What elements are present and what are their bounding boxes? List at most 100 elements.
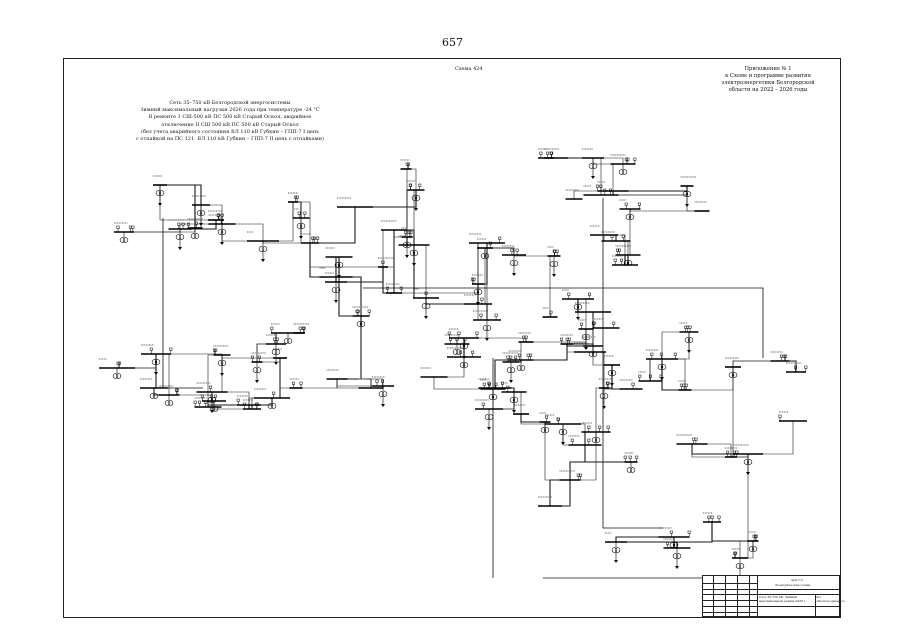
breaker xyxy=(406,162,410,166)
transformer-winding xyxy=(411,195,418,201)
power-line xyxy=(309,243,383,268)
breaker xyxy=(717,515,721,519)
transformer-winding xyxy=(731,372,738,378)
load-arrow xyxy=(462,356,466,359)
breaker xyxy=(778,414,782,418)
power-line xyxy=(406,168,417,190)
power-line xyxy=(207,354,222,407)
transformer-winding xyxy=(119,237,126,243)
power-line xyxy=(691,444,748,455)
transformer-winding xyxy=(509,397,516,403)
transformer-winding xyxy=(164,400,171,406)
breaker xyxy=(316,236,320,240)
load-arrow xyxy=(381,404,385,407)
power-line xyxy=(414,244,427,298)
breaker xyxy=(650,352,654,356)
breaker xyxy=(471,350,475,354)
power-line xyxy=(739,540,753,558)
transformer-winding xyxy=(296,223,303,229)
load-arrow xyxy=(509,380,513,383)
transformer-winding xyxy=(509,260,516,266)
transformer-winding xyxy=(220,229,227,235)
transformer-winding xyxy=(591,437,598,443)
power-line xyxy=(251,397,272,409)
breaker xyxy=(480,297,484,301)
power-line xyxy=(740,454,749,559)
breaker xyxy=(301,326,305,330)
transformer-winding xyxy=(462,362,469,368)
breaker xyxy=(619,258,623,262)
load-arrow xyxy=(154,372,158,375)
transformer-winding xyxy=(199,210,206,216)
transformer-winding xyxy=(684,337,691,343)
power-line xyxy=(616,541,678,548)
transformer-winding xyxy=(334,262,341,268)
transformer-winding xyxy=(552,261,559,267)
transformer-winding xyxy=(735,563,742,569)
transformer-winding xyxy=(261,246,268,252)
transformer-winding xyxy=(217,360,224,366)
power-line xyxy=(692,443,732,457)
appendix-line: к Схеме и программе развития xyxy=(725,73,811,79)
breaker xyxy=(381,379,384,383)
appendix-line: электроэнергетики Белгородской xyxy=(721,80,815,86)
breaker xyxy=(587,425,591,429)
transformer-winding xyxy=(334,287,341,293)
power-line xyxy=(485,247,515,255)
transformer-winding xyxy=(602,393,609,399)
breaker xyxy=(546,151,550,155)
transformer-winding xyxy=(112,373,119,379)
transformer-winding xyxy=(588,163,595,169)
load-arrow xyxy=(746,472,750,475)
power-line xyxy=(611,365,631,390)
breaker xyxy=(236,398,240,402)
breaker xyxy=(606,425,610,429)
breaker xyxy=(481,402,485,406)
power-line xyxy=(180,220,217,230)
power-line xyxy=(686,186,702,212)
breaker xyxy=(596,184,599,188)
power-line xyxy=(649,358,662,381)
power-line xyxy=(604,234,626,265)
load-arrow xyxy=(158,203,162,206)
transformer-winding xyxy=(543,427,550,433)
breaker xyxy=(272,391,276,395)
transformer-winding xyxy=(151,359,158,365)
load-arrow xyxy=(512,273,516,276)
transformer-winding xyxy=(485,325,492,331)
title-line: В ремонте 1 СШ-500 кВ ПС 500 кВ Старый О… xyxy=(148,114,312,121)
breaker xyxy=(418,183,422,187)
power-line xyxy=(732,360,780,367)
power-line xyxy=(562,424,585,446)
power-line xyxy=(477,242,487,284)
breaker xyxy=(409,230,413,234)
transformer-winding xyxy=(414,195,421,201)
breaker xyxy=(633,157,637,161)
transformer-winding xyxy=(621,169,628,175)
transformer-winding xyxy=(424,303,431,309)
power-line xyxy=(485,247,515,255)
transformer-winding xyxy=(482,325,489,331)
power-line xyxy=(248,397,272,405)
page-number: 657 xyxy=(442,36,463,49)
transformer-winding xyxy=(476,289,483,295)
power-line xyxy=(661,359,685,391)
breaker xyxy=(623,455,627,459)
transformer-winding xyxy=(743,459,750,465)
power-line xyxy=(662,358,686,390)
transformer-winding xyxy=(540,427,547,433)
power-line xyxy=(222,223,264,241)
load-arrow xyxy=(576,317,580,320)
transformer-winding xyxy=(115,373,122,379)
transformer-winding xyxy=(210,397,217,403)
breaker xyxy=(447,331,451,335)
load-arrow xyxy=(334,300,338,303)
power-line xyxy=(336,379,371,389)
trunk-line xyxy=(363,287,764,358)
load-arrow xyxy=(675,566,679,569)
power-line xyxy=(616,541,678,548)
breaker xyxy=(734,551,738,555)
transformer-winding xyxy=(271,349,278,355)
transformer-winding xyxy=(675,553,682,559)
transformer-winding xyxy=(190,233,197,239)
